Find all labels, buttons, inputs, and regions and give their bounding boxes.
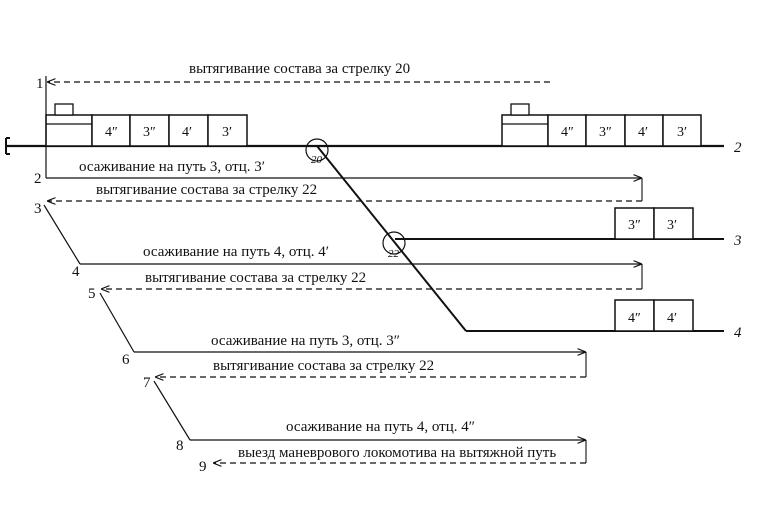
step-number: 1 xyxy=(36,76,44,92)
step-number: 5 xyxy=(88,286,96,302)
switch-20-label: 20 xyxy=(311,154,323,166)
track-4-cars: 4″ 4′ xyxy=(614,299,694,332)
locomotive xyxy=(45,114,93,147)
step-number: 6 xyxy=(122,352,130,368)
train-left: 4″ 3″ 4′ 3′ xyxy=(45,103,248,147)
step-label: осаживание на путь 4, отц. 4′ xyxy=(143,244,329,260)
switch-22: 22 xyxy=(382,231,406,260)
step-label: вытягивание состава за стрелку 22 xyxy=(96,182,317,198)
car-label: 3″ xyxy=(143,125,156,140)
step-label: вытягивание состава за стрелку 22 xyxy=(213,358,434,374)
car-label: 4′ xyxy=(182,125,192,140)
car-label: 3′ xyxy=(222,125,232,140)
car xyxy=(614,207,655,240)
track-4-label: 4 xyxy=(734,325,742,341)
step-label: осаживание на путь 3, отц. 3′ xyxy=(79,159,265,175)
step-number: 9 xyxy=(199,459,207,475)
car xyxy=(662,114,702,147)
track-3-label: 3 xyxy=(733,233,742,249)
step-number: 2 xyxy=(34,171,42,187)
car xyxy=(614,299,655,332)
car xyxy=(653,299,694,332)
step-number: 4 xyxy=(72,264,80,280)
step-number: 7 xyxy=(143,375,151,391)
car-label: 4′ xyxy=(638,125,648,140)
car xyxy=(585,114,626,147)
track-2-label: 2 xyxy=(734,140,742,156)
step-label: вытягивание состава за стрелку 20 xyxy=(189,61,410,77)
step-number: 3 xyxy=(34,201,42,217)
train-right: 4″ 3″ 4′ 3′ xyxy=(501,103,702,147)
step-label: осаживание на путь 3, отц. 3″ xyxy=(211,333,400,349)
car-label: 4″ xyxy=(628,311,641,326)
step-label: вытягивание состава за стрелку 22 xyxy=(145,270,366,286)
diagonal-track-4 xyxy=(316,145,467,332)
locomotive xyxy=(501,114,549,147)
car-label: 3′ xyxy=(667,218,677,233)
car-label: 3″ xyxy=(628,218,641,233)
car-label: 4″ xyxy=(561,125,574,140)
step-label: выезд маневрового локомотива на вытяжной… xyxy=(238,445,556,461)
step-number: 8 xyxy=(176,438,184,454)
car xyxy=(653,207,694,240)
car-label: 3′ xyxy=(677,125,687,140)
car-label: 3″ xyxy=(599,125,612,140)
switch-20: 20 xyxy=(305,138,329,166)
switch-22-label: 22 xyxy=(388,248,400,260)
car-label: 4″ xyxy=(105,125,118,140)
track-3-cars: 3″ 3′ xyxy=(614,207,694,240)
step-label: осаживание на путь 4, отц. 4″ xyxy=(286,419,475,435)
car xyxy=(91,114,131,147)
car xyxy=(129,114,170,147)
car xyxy=(207,114,248,147)
car-label: 4′ xyxy=(667,311,677,326)
